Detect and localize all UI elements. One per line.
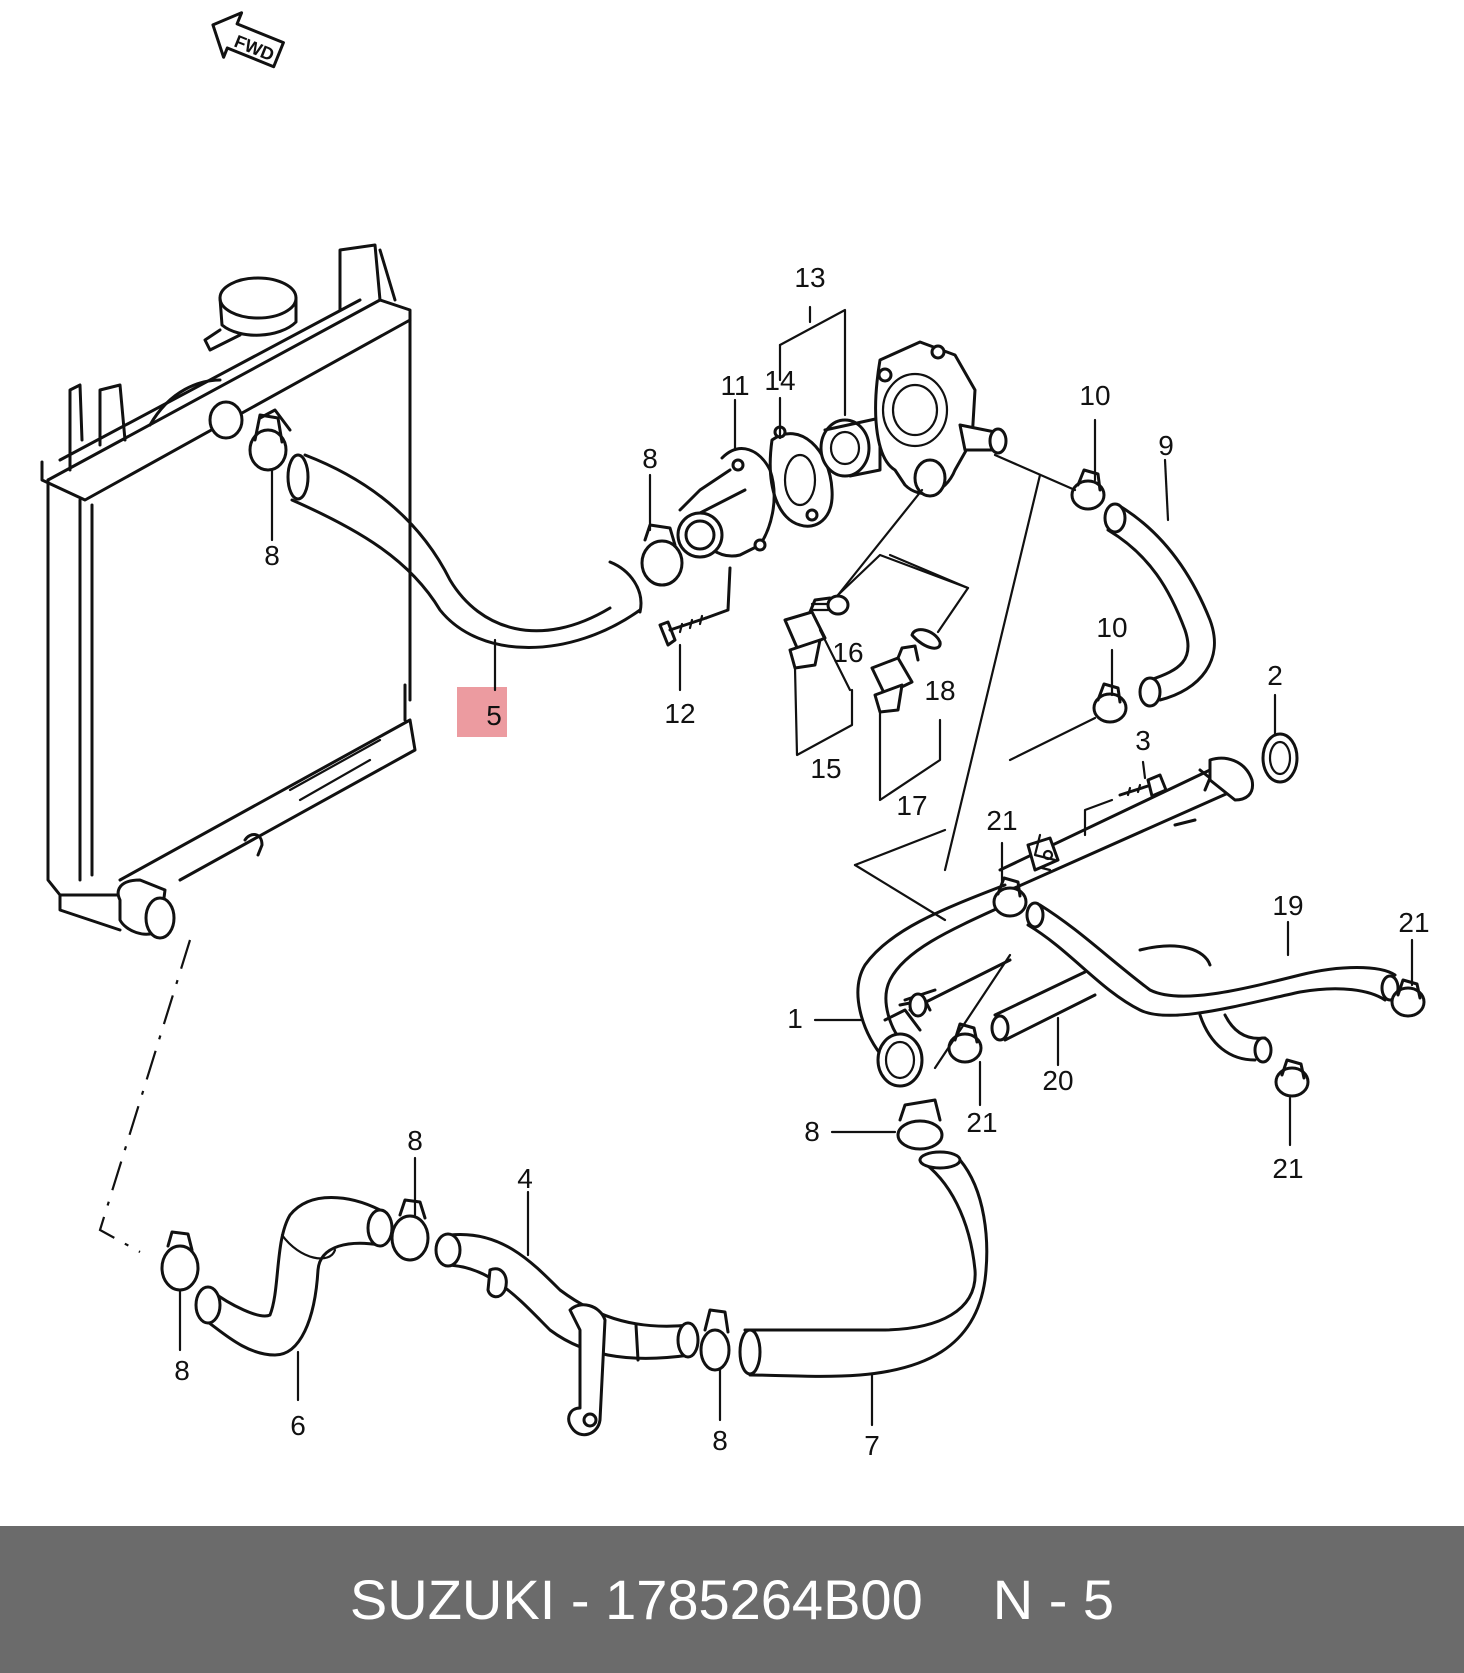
hose-clamp-10[interactable] bbox=[1092, 682, 1128, 724]
sensor-17[interactable] bbox=[870, 644, 920, 714]
callout-2: 2 bbox=[1267, 660, 1283, 691]
hose-6[interactable] bbox=[194, 1196, 394, 1357]
hose-20[interactable] bbox=[990, 970, 1097, 1042]
callout-8: 8 bbox=[804, 1116, 820, 1147]
fwd-arrow-icon: FWD bbox=[211, 11, 285, 69]
hose-clamp-21[interactable] bbox=[1390, 978, 1426, 1018]
callout-21: 21 bbox=[986, 805, 1017, 836]
callout-12: 12 bbox=[664, 698, 695, 729]
thermostat-cover-11[interactable] bbox=[676, 447, 776, 559]
callout-9: 9 bbox=[1158, 430, 1174, 461]
hose-clamp-8[interactable] bbox=[896, 1098, 944, 1151]
hose-5[interactable] bbox=[286, 453, 643, 649]
thermostat-housing[interactable] bbox=[874, 340, 1008, 498]
callout-4: 4 bbox=[517, 1163, 533, 1194]
o-ring-18[interactable] bbox=[910, 628, 942, 650]
callout-10: 10 bbox=[1096, 612, 1127, 643]
callout-7: 7 bbox=[864, 1430, 880, 1461]
highlight-box bbox=[457, 687, 507, 737]
callout-8: 8 bbox=[712, 1425, 728, 1456]
callout-21: 21 bbox=[1398, 907, 1429, 938]
part-number: 1785264B00 bbox=[605, 1568, 923, 1631]
callout-8: 8 bbox=[264, 540, 280, 571]
callout-8: 8 bbox=[174, 1355, 190, 1386]
hose-clamp-8[interactable] bbox=[390, 1198, 430, 1262]
hose-clamp-8[interactable] bbox=[640, 523, 684, 587]
hose-9[interactable] bbox=[1103, 502, 1216, 708]
callout-17: 17 bbox=[896, 790, 927, 821]
callout-16: 16 bbox=[832, 637, 863, 668]
hose-clamp-8[interactable] bbox=[160, 1230, 200, 1292]
callout-20: 20 bbox=[1042, 1065, 1073, 1096]
callout-21: 21 bbox=[1272, 1153, 1303, 1184]
thermostat-13[interactable] bbox=[819, 416, 882, 478]
water-pipe-1[interactable] bbox=[856, 756, 1255, 1088]
callout-10: 10 bbox=[1079, 380, 1110, 411]
callout-8: 8 bbox=[407, 1125, 423, 1156]
pipe-4[interactable] bbox=[434, 1232, 700, 1437]
position-label: N - 5 bbox=[992, 1568, 1115, 1631]
callout-13: 13 bbox=[794, 262, 825, 293]
o-ring-2[interactable] bbox=[1261, 732, 1299, 784]
callout-15: 15 bbox=[810, 753, 841, 784]
o-ring-16[interactable] bbox=[826, 594, 850, 616]
gasket-14[interactable] bbox=[768, 425, 834, 528]
cooling-system-drawing: FWD bbox=[40, 11, 1430, 1461]
parts-diagram: FWD bbox=[40, 11, 1430, 1461]
brand-name: SUZUKI bbox=[349, 1568, 556, 1631]
callout-19: 19 bbox=[1272, 890, 1303, 921]
callout-21: 21 bbox=[966, 1107, 997, 1138]
hose-19[interactable] bbox=[1025, 901, 1400, 1064]
callouts: 13 11 14 8 8 5 12 16 18 15 17 10 9 10 bbox=[174, 262, 1429, 1461]
hose-clamp-10[interactable] bbox=[1070, 468, 1106, 511]
callout-8: 8 bbox=[642, 443, 658, 474]
hose-clamp-8[interactable] bbox=[248, 408, 292, 472]
callout-5: 5 bbox=[486, 700, 502, 731]
footer-bar: SUZUKI - 1785264B00 N - 5 bbox=[0, 1526, 1464, 1673]
bolt-12[interactable] bbox=[658, 566, 732, 647]
callout-18: 18 bbox=[924, 675, 955, 706]
radiator bbox=[40, 243, 417, 940]
callout-6: 6 bbox=[290, 1410, 306, 1441]
callout-3: 3 bbox=[1135, 725, 1151, 756]
hose-7[interactable] bbox=[738, 1150, 989, 1378]
hose-clamp-21[interactable] bbox=[1274, 1058, 1310, 1098]
hose-clamp-21[interactable] bbox=[947, 1022, 983, 1064]
hose-clamp-21[interactable] bbox=[992, 876, 1028, 918]
hose-clamp-8[interactable] bbox=[699, 1308, 731, 1372]
separator: - bbox=[570, 1568, 590, 1631]
callout-11: 11 bbox=[720, 370, 749, 401]
callout-1: 1 bbox=[787, 1003, 803, 1034]
callout-14: 14 bbox=[764, 365, 795, 396]
